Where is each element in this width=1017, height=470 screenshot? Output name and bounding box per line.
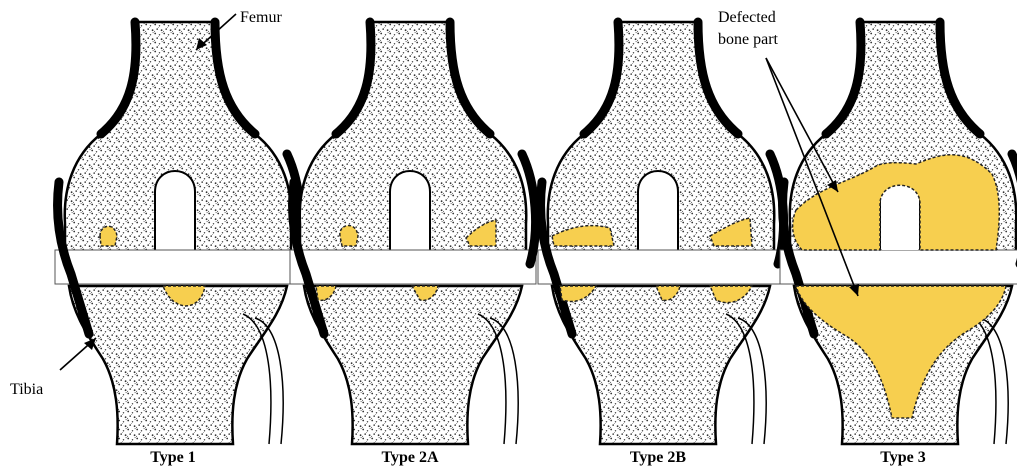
panel-type-1 bbox=[55, 22, 301, 444]
knee-joint bbox=[55, 22, 301, 444]
caption-type-1: Type 1 bbox=[150, 449, 195, 466]
knee-joint bbox=[290, 22, 536, 444]
panel-type-2a bbox=[290, 22, 536, 444]
panel-type-2b bbox=[538, 22, 784, 444]
caption-type-3: Type 3 bbox=[880, 449, 925, 466]
tibia-label: Tibia bbox=[10, 381, 43, 398]
defect-region bbox=[100, 226, 117, 246]
caption-type-2a: Type 2A bbox=[381, 449, 438, 466]
defect-label-line1: Defected bbox=[718, 9, 776, 26]
caption-type-2b: Type 2B bbox=[630, 449, 686, 466]
panel-type-3 bbox=[780, 22, 1017, 444]
defect-label-line2: bone part bbox=[718, 31, 779, 48]
femur-label: Femur bbox=[240, 9, 282, 26]
